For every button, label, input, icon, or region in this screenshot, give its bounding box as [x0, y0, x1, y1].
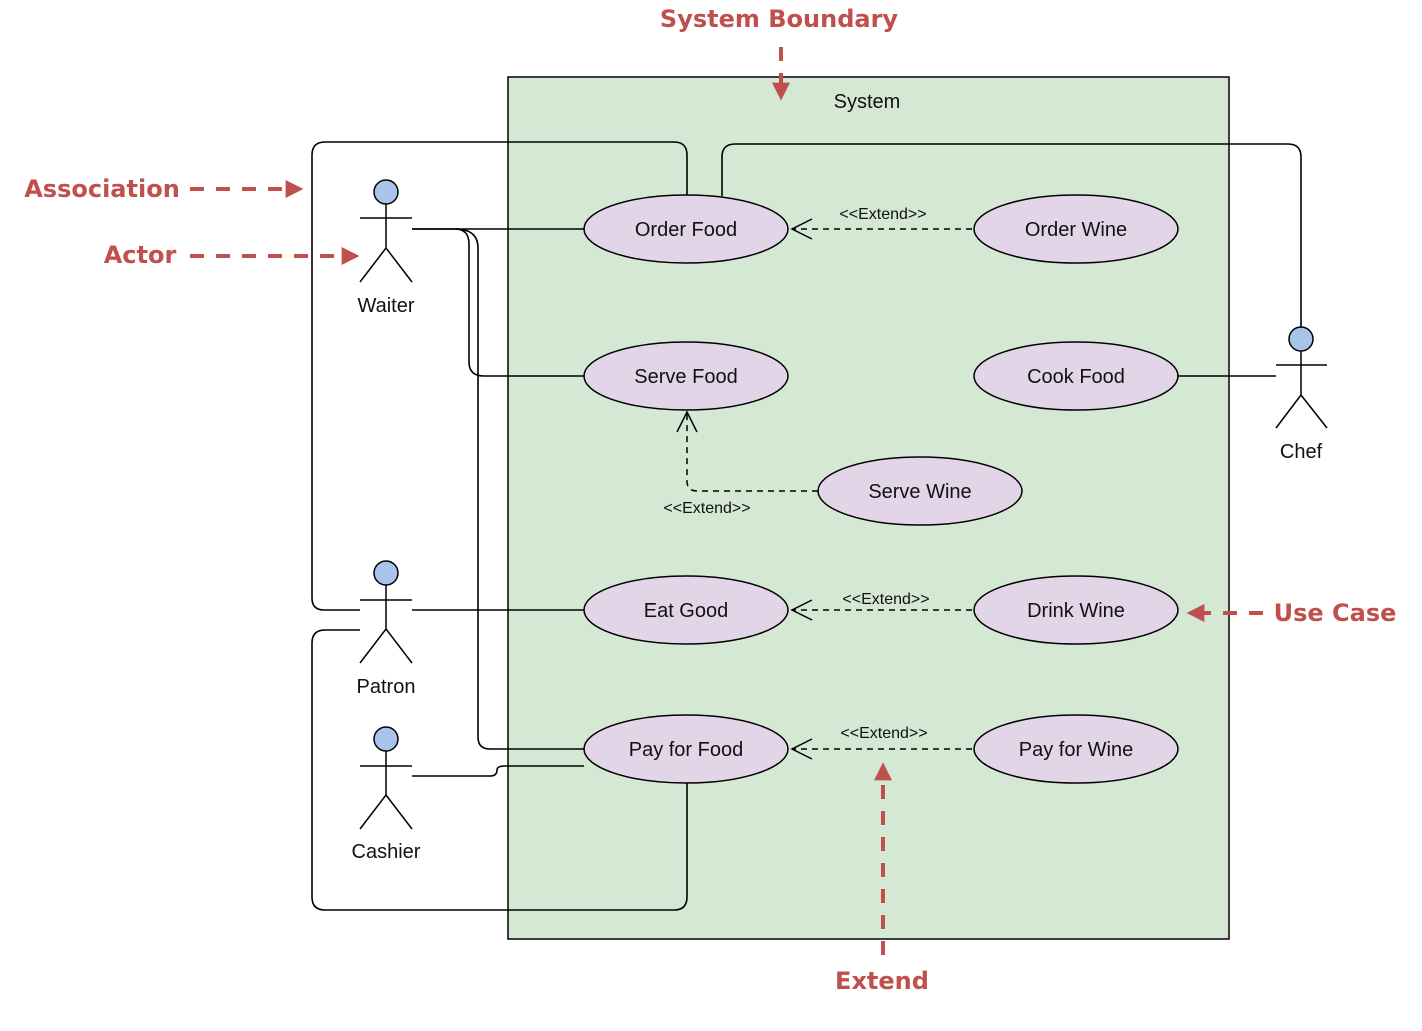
- extend-order-wine-order-food-arrowhead: [790, 218, 813, 240]
- extend-relations: [676, 218, 972, 760]
- actor-head: [373, 179, 399, 205]
- extend-label-pay: <<Extend>>: [840, 725, 927, 742]
- annotation-arrows: [190, 47, 1263, 955]
- annotation-actor: Actor: [104, 241, 177, 269]
- extend-label-drink: <<Extend>>: [842, 591, 929, 608]
- use-case-order-wine[interactable]: Order Wine: [973, 194, 1179, 264]
- use-case-pay-for-food-label: Pay for Food: [629, 739, 744, 761]
- use-case-order-food[interactable]: Order Food: [583, 194, 789, 264]
- use-case-cook-food-label: Cook Food: [1027, 366, 1125, 388]
- actor-cashier[interactable]: [359, 726, 413, 830]
- actor-patron-label: Patron: [357, 676, 416, 698]
- actor-head: [373, 560, 399, 586]
- extend-serve-wine-serve-food-arrowhead: [676, 410, 698, 433]
- extend-pay-for-wine-pay-for-food-arrowhead: [790, 738, 813, 760]
- extend-label-order: <<Extend>>: [839, 206, 926, 223]
- actor-patron[interactable]: [359, 560, 413, 664]
- annotation-association: Association: [24, 175, 180, 203]
- annotation-use-case: Use Case: [1274, 599, 1397, 627]
- use-case-eat-good-label: Eat Good: [644, 600, 729, 622]
- actor-body: [1275, 351, 1328, 429]
- use-case-pay-for-wine-label: Pay for Wine: [1019, 739, 1133, 761]
- annotation-extend: Extend: [835, 967, 929, 995]
- actor-chef-label: Chef: [1280, 441, 1323, 463]
- use-case-order-food-label: Order Food: [635, 219, 737, 241]
- extend-drink-wine-eat-good-arrowhead: [790, 599, 813, 621]
- actor-head: [1288, 326, 1314, 352]
- association-chef-order-food[interactable]: [721, 143, 1302, 327]
- actor-body: [359, 204, 413, 283]
- annotation-system-boundary: System Boundary: [660, 5, 898, 33]
- actor-body: [359, 585, 413, 664]
- use-case-serve-wine-label: Serve Wine: [868, 481, 971, 503]
- associations: [311, 141, 1302, 911]
- use-case-serve-wine[interactable]: Serve Wine: [817, 456, 1023, 526]
- association-cashier-pay-for-food[interactable]: [412, 765, 584, 777]
- use-case-pay-for-food[interactable]: Pay for Food: [583, 714, 789, 784]
- use-case-drink-wine-label: Drink Wine: [1027, 600, 1125, 622]
- association-patron-order-food[interactable]: [311, 141, 688, 611]
- actor-chef[interactable]: [1275, 326, 1328, 429]
- actor-cashier-label: Cashier: [352, 841, 421, 863]
- actor-head: [373, 726, 399, 752]
- use-case-drink-wine[interactable]: Drink Wine: [973, 575, 1179, 645]
- extend-serve-wine-serve-food[interactable]: [686, 412, 818, 492]
- use-case-eat-good[interactable]: Eat Good: [583, 575, 789, 645]
- use-case-order-wine-label: Order Wine: [1025, 219, 1127, 241]
- actor-body: [359, 751, 413, 830]
- actor-waiter[interactable]: [359, 179, 413, 283]
- use-case-serve-food[interactable]: Serve Food: [583, 341, 789, 411]
- use-case-serve-food-label: Serve Food: [634, 366, 737, 388]
- association-patron-pay-for-food[interactable]: [311, 629, 688, 911]
- system-label: System: [834, 91, 901, 113]
- use-case-cook-food[interactable]: Cook Food: [973, 341, 1179, 411]
- actor-waiter-label: Waiter: [357, 295, 414, 317]
- association-waiter-pay-for-food[interactable]: [454, 228, 584, 750]
- use-case-pay-for-wine[interactable]: Pay for Wine: [973, 714, 1179, 784]
- extend-label-serve: <<Extend>>: [663, 500, 750, 517]
